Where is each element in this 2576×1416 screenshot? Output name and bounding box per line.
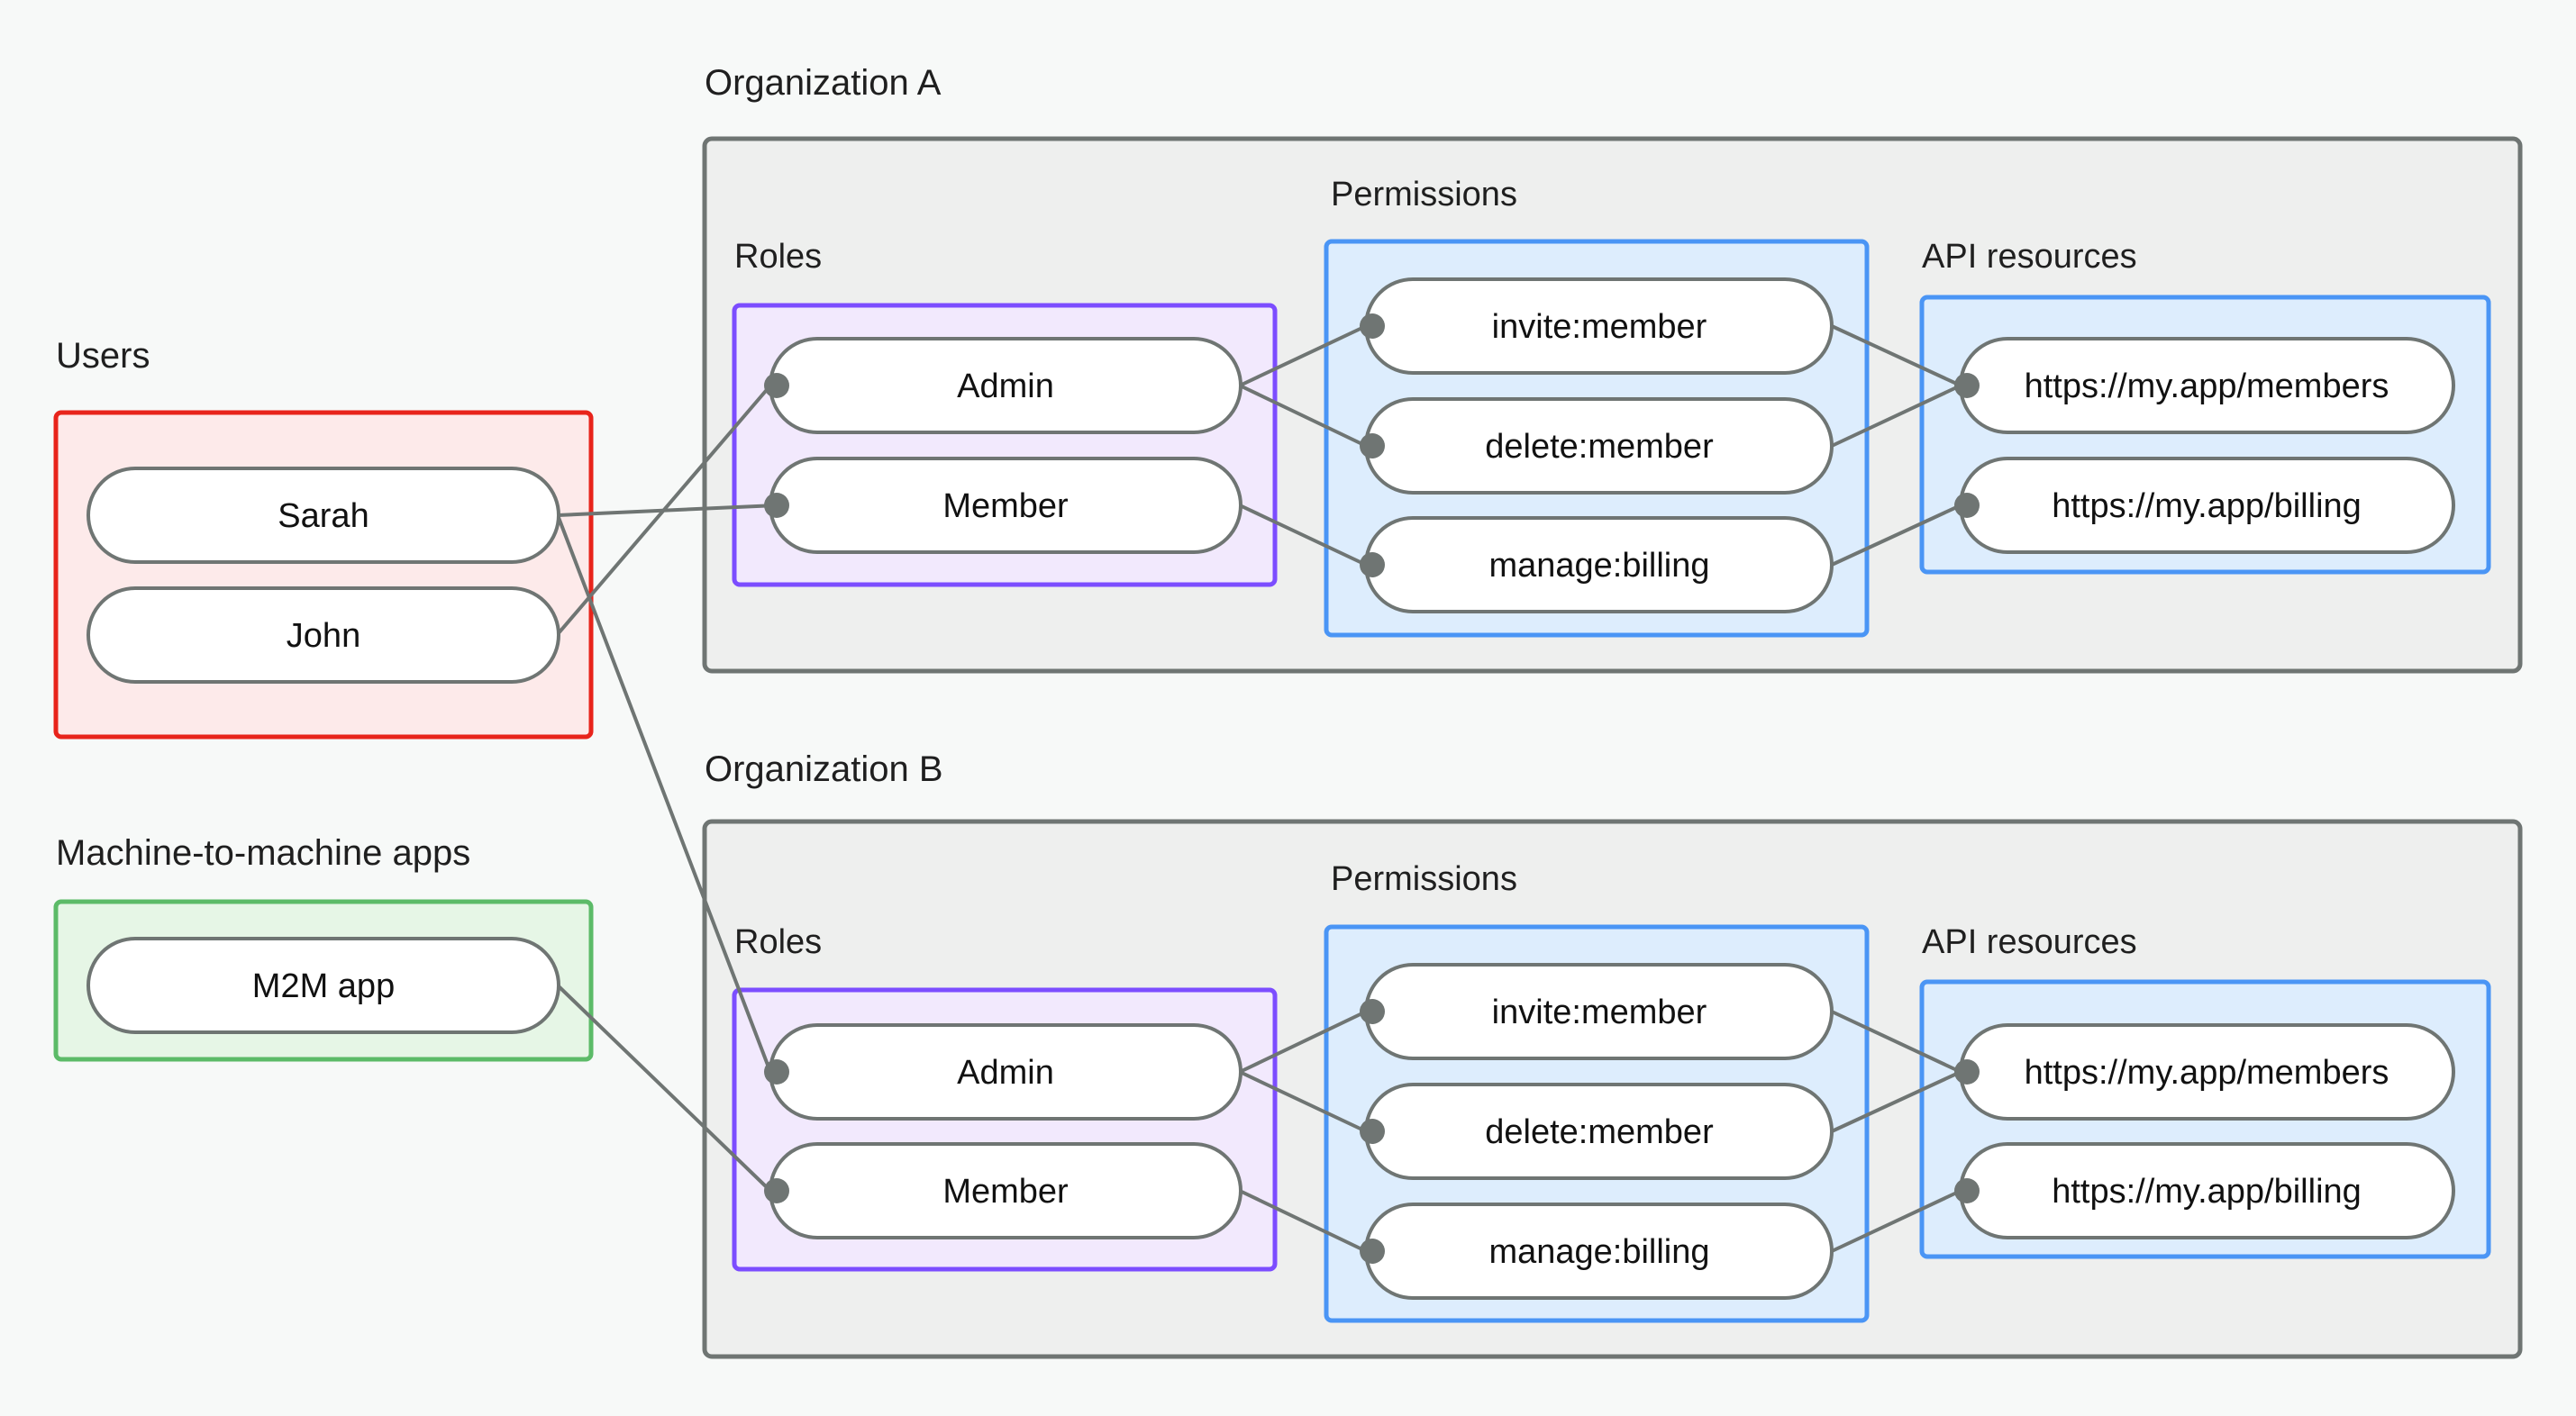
node-org-b-delete-member[interactable]: delete:member [1364,1083,1834,1180]
node-org-a-member[interactable]: Member [769,457,1242,554]
node-org-b-admin-label: Admin [957,1054,1054,1092]
node-org-a-resource-billing-label: https://my.app/billing [2052,487,2362,525]
node-sarah[interactable]: Sarah [86,467,560,564]
endpoint-b-delete-left [1360,1119,1385,1144]
edge-b-admin-to-invite [1239,1010,1367,1074]
edge-a-invite-to-members [1831,324,1962,387]
node-org-a-manage-billing-label: manage:billing [1488,547,1709,585]
users-title: Users [56,336,150,376]
edge-b-invite-to-members [1831,1010,1962,1074]
node-org-a-manage-billing[interactable]: manage:billing [1364,516,1834,613]
endpoint-a-res-members-left [1954,373,1980,398]
node-org-b-invite-member-label: invite:member [1492,994,1707,1031]
org-a-title: Organization A [705,63,942,103]
endpoint-b-admin-left [764,1059,789,1085]
node-john[interactable]: John [86,586,560,684]
edge-john-to-a-admin [556,384,772,636]
endpoint-a-delete-left [1360,433,1385,458]
node-m2m-app[interactable]: M2M app [86,937,560,1034]
node-org-b-manage-billing[interactable]: manage:billing [1364,1203,1834,1300]
endpoint-a-billing-left [1360,552,1385,577]
node-org-a-resource-members-label: https://my.app/members [2025,368,2389,405]
org-a-api-title: API resources [1922,238,2137,276]
edge-m2m-to-b-member [556,984,772,1193]
endpoint-a-invite-left [1360,313,1385,339]
users-box [53,410,594,740]
endpoint-b-invite-left [1360,999,1385,1024]
node-m2m-app-label: M2M app [252,967,395,1005]
node-org-a-invite-member-label: invite:member [1492,308,1707,346]
edge-b-admin-to-delete [1239,1070,1367,1133]
node-org-a-member-label: Member [942,487,1069,525]
endpoint-b-res-billing-left [1954,1178,1980,1203]
edge-sarah-to-a-member [557,504,778,517]
edge-b-member-to-billing [1239,1189,1367,1253]
node-org-b-member[interactable]: Member [769,1142,1242,1239]
node-org-a-resource-members[interactable]: https://my.app/members [1959,337,2455,434]
node-org-b-delete-member-label: delete:member [1485,1113,1714,1151]
node-org-b-resource-members-label: https://my.app/members [2025,1054,2389,1092]
node-org-b-resource-billing[interactable]: https://my.app/billing [1959,1142,2455,1239]
edge-a-delete-to-members [1831,384,1962,448]
endpoint-b-res-members-left [1954,1059,1980,1085]
node-org-a-admin[interactable]: Admin [769,337,1242,434]
node-org-b-resource-billing-label: https://my.app/billing [2052,1173,2362,1211]
edge-a-member-to-billing [1239,504,1367,567]
node-org-a-delete-member-label: delete:member [1485,428,1714,466]
node-org-a-invite-member[interactable]: invite:member [1364,277,1834,375]
m2m-title: Machine-to-machine apps [56,833,470,873]
node-org-a-resource-billing[interactable]: https://my.app/billing [1959,457,2455,554]
edge-b-delete-to-members [1831,1070,1962,1133]
org-a-permissions-title: Permissions [1331,176,1517,213]
node-org-b-manage-billing-label: manage:billing [1488,1233,1709,1271]
org-b-title: Organization B [705,749,943,789]
edge-a-billing-to-billing [1831,504,1962,567]
endpoint-a-member-left [764,493,789,518]
edge-layer [556,324,1962,1253]
endpoint-a-admin-left [764,373,789,398]
node-sarah-label: Sarah [278,497,369,535]
endpoint-a-res-billing-left [1954,493,1980,518]
node-org-a-delete-member[interactable]: delete:member [1364,397,1834,495]
endpoint-b-member-left [764,1178,789,1203]
endpoint-b-billing-left [1360,1239,1385,1264]
edge-sarah-to-b-admin [556,514,772,1073]
node-org-b-admin[interactable]: Admin [769,1023,1242,1121]
org-b-api-title: API resources [1922,923,2137,961]
node-org-b-invite-member[interactable]: invite:member [1364,963,1834,1060]
edge-b-billing-to-billing [1831,1189,1962,1253]
org-a-roles-title: Roles [734,238,822,276]
edge-a-admin-to-invite [1239,324,1367,387]
org-b-roles-title: Roles [734,923,822,961]
edge-endpoint-layer [764,313,1980,1264]
edge-a-admin-to-delete [1239,384,1367,448]
node-org-b-resource-members[interactable]: https://my.app/members [1959,1023,2455,1121]
node-john-label: John [287,617,360,655]
org-b-permissions-title: Permissions [1331,860,1517,898]
node-org-b-member-label: Member [942,1173,1069,1211]
node-org-a-admin-label: Admin [957,368,1054,405]
